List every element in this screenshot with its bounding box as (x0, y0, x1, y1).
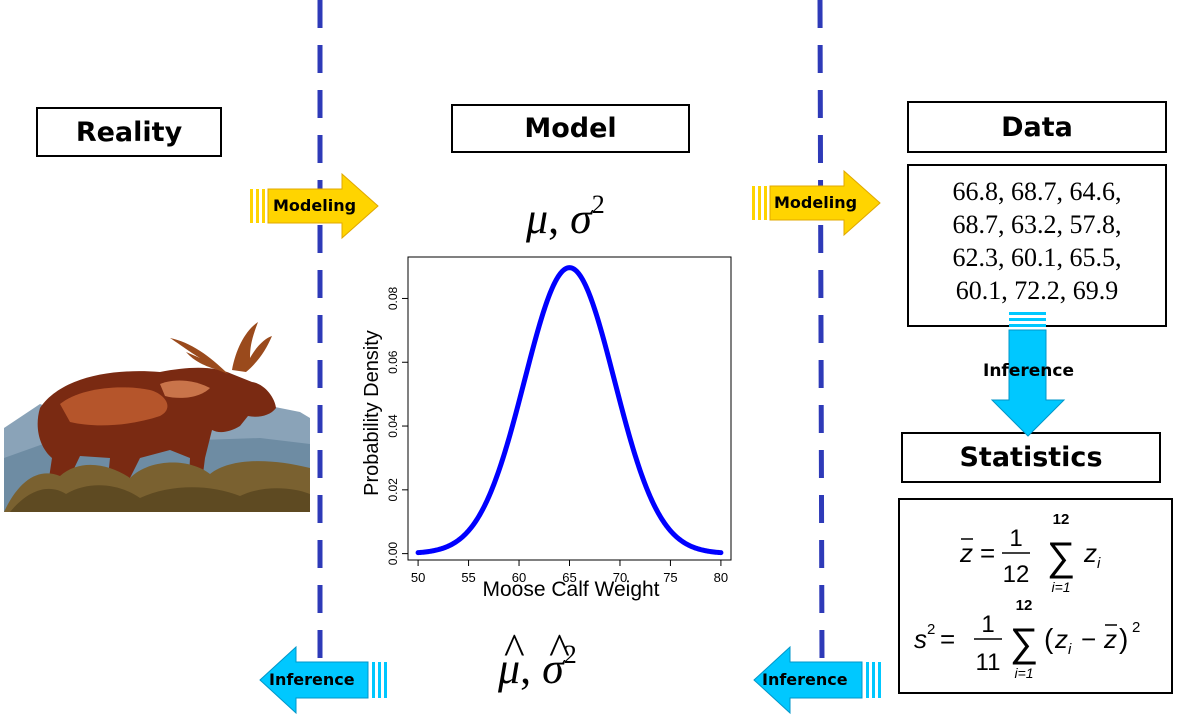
param-separator: , (548, 194, 560, 243)
data-title: Data (907, 101, 1167, 153)
var-denominator: 11 (976, 649, 1001, 676)
data-row: 68.7, 63.2, 57.8, (952, 210, 1122, 239)
data-values-box: 66.8, 68.7, 64.6, 68.7, 63.2, 57.8, 62.3… (907, 164, 1167, 327)
mean-sum-lower: i=1 (1051, 579, 1070, 595)
mu-hat-symbol: μ^ (498, 625, 525, 693)
variance-formula: s 2 = 1 11 12 ∑ i=1 ( z i − z ) 2 (914, 597, 1140, 681)
data-row: 66.8, 68.7, 64.6, (952, 177, 1122, 206)
estimates-label: μ^, σ^2 (498, 625, 577, 694)
y-axis-label: Probability Density (361, 330, 383, 496)
x-tick-label: 50 (411, 570, 425, 585)
mean-denominator: 12 (1003, 561, 1030, 588)
statistics-formulas: z = 1 12 12 ∑ i=1 z i s 2 = 1 11 12 ∑ i=… (914, 511, 1140, 681)
var-sum-upper: 12 (1016, 597, 1033, 614)
var-equals: = (940, 624, 955, 654)
x-tick-label: 70 (613, 570, 627, 585)
var-minus: − (1081, 624, 1096, 654)
mean-equals: = (980, 538, 995, 568)
y-tick-label: 0.06 (386, 350, 400, 374)
var-sum-lower: i=1 (1014, 665, 1033, 681)
mu-symbol: μ (526, 194, 549, 243)
y-axis-ticks: 0.00 0.02 0.04 0.06 0.08 (386, 286, 408, 565)
sigma-hat-symbol: σ^ (542, 625, 570, 693)
var-outer-exponent: 2 (1132, 619, 1140, 636)
sigma-symbol: σ (570, 194, 592, 243)
var-numerator: 1 (981, 611, 994, 638)
y-tick-label: 0.08 (386, 286, 400, 310)
modeling-arrow-left (250, 172, 379, 240)
dashed-separator-right (817, 0, 825, 666)
estimate-separator: , (520, 644, 532, 693)
inference-label-right: Inference (762, 670, 848, 689)
sigma-exponent: 2 (591, 190, 605, 219)
x-tick-label: 65 (562, 570, 576, 585)
y-tick-label: 0.04 (386, 414, 400, 438)
y-tick-label: 0.00 (386, 542, 400, 566)
mean-sum-sign: ∑ (1047, 535, 1076, 579)
modeling-arrow-right (752, 169, 881, 237)
modeling-label-right: Modeling (774, 193, 858, 212)
inference-arrow-right (753, 645, 881, 715)
var-mean: z (1103, 624, 1117, 654)
plot-frame (407, 256, 732, 561)
x-tick-label: 55 (461, 570, 475, 585)
data-row: 62.3, 60.1, 65.5, (952, 243, 1122, 272)
mean-term: z (1083, 538, 1097, 568)
density-curve (415, 265, 724, 556)
var-lhs: s (914, 624, 927, 654)
statistics-title: Statistics (901, 432, 1161, 483)
inference-arrow-down (990, 312, 1066, 437)
x-tick-label: 60 (512, 570, 526, 585)
parameters-label: μ, σ2 (526, 190, 605, 244)
y-tick-label: 0.02 (386, 478, 400, 502)
reality-title: Reality (36, 107, 222, 157)
var-term: z (1054, 624, 1068, 654)
data-row: 60.1, 72.2, 69.9 (955, 276, 1119, 305)
x-axis-label: Moose Calf Weight (482, 578, 659, 601)
mean-lhs: z (959, 538, 973, 568)
moose-illustration (4, 322, 310, 512)
mean-sum-upper: 12 (1053, 511, 1070, 528)
x-tick-label: 80 (714, 570, 728, 585)
inference-label-down: Inference (983, 361, 1074, 381)
inference-arrow-left (259, 645, 387, 715)
mean-formula: z = 1 12 12 ∑ i=1 z i (959, 511, 1101, 595)
var-close-paren: ) (1119, 623, 1128, 654)
mean-numerator: 1 (1009, 525, 1022, 552)
var-sum-sign: ∑ (1010, 621, 1039, 665)
modeling-label-left: Modeling (273, 196, 357, 215)
x-axis-ticks: 50 55 60 65 70 75 80 (411, 560, 728, 585)
var-term-sub: i (1068, 641, 1072, 658)
mean-term-sub: i (1097, 555, 1101, 572)
formula-box (898, 498, 1173, 694)
model-title: Model (451, 104, 690, 153)
x-tick-label: 75 (663, 570, 677, 585)
density-chart: 50 55 60 65 70 75 80 0.00 0.02 0.04 0.06 0.08 Moos… (361, 256, 732, 601)
var-exponent: 2 (927, 621, 935, 638)
sigma-hat-exponent: 2 (563, 640, 577, 669)
inference-label-left: Inference (269, 670, 355, 689)
var-open-paren: ( (1044, 623, 1054, 654)
